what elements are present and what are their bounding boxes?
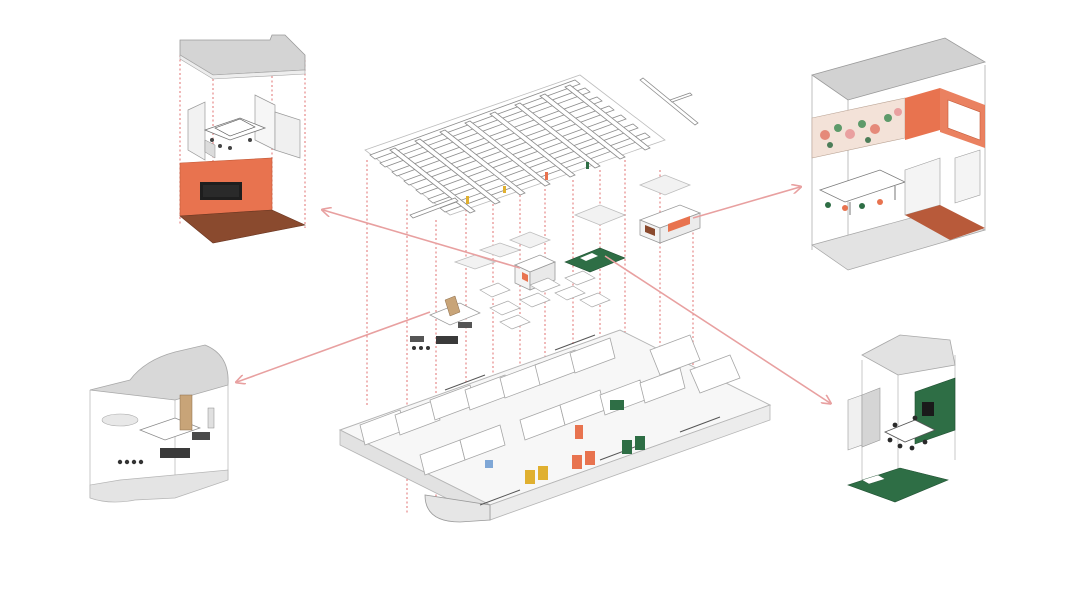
pantry-module bbox=[638, 204, 702, 244]
ceiling-grid-layer bbox=[364, 74, 699, 219]
chair-icon bbox=[117, 459, 144, 465]
plant-icon bbox=[820, 108, 902, 148]
roof-slab bbox=[861, 334, 956, 376]
meeting-table bbox=[884, 415, 936, 451]
doormat bbox=[861, 474, 886, 485]
chair-icon bbox=[210, 138, 252, 150]
chair-icon bbox=[887, 415, 928, 451]
accent-floor bbox=[905, 205, 985, 240]
lounge-cluster bbox=[410, 295, 481, 350]
botanical-mural bbox=[811, 97, 906, 159]
detail-lounge bbox=[89, 344, 229, 503]
arrow-to-lounge bbox=[237, 311, 431, 382]
interior-walls bbox=[359, 334, 741, 476]
pantry-counter bbox=[818, 169, 907, 215]
arrow-to-meeting-room bbox=[323, 210, 521, 269]
colored-doors bbox=[485, 400, 645, 484]
main-floor-plan bbox=[338, 329, 772, 523]
accent-wall bbox=[905, 88, 940, 140]
pointer-arrows bbox=[237, 187, 830, 403]
screen-icon bbox=[922, 402, 934, 416]
arrow-to-pantry bbox=[692, 187, 800, 219]
floor-slab bbox=[847, 467, 949, 503]
windows bbox=[444, 334, 721, 506]
roof-slab bbox=[89, 344, 229, 401]
detail-meeting-room bbox=[179, 34, 306, 244]
detail-green-meeting bbox=[847, 334, 956, 503]
floor-slab bbox=[179, 209, 306, 244]
central-exploded-plan bbox=[338, 74, 772, 523]
meeting-room-furniture bbox=[187, 94, 301, 161]
floor-slab bbox=[89, 469, 229, 503]
chair-icon bbox=[412, 346, 416, 350]
chair-icon bbox=[825, 199, 883, 211]
roof-slab bbox=[811, 37, 987, 101]
workstation-clusters bbox=[479, 270, 611, 330]
arrow-to-green-meeting bbox=[604, 255, 830, 403]
lounge-furniture bbox=[101, 394, 215, 465]
green-floor-panel bbox=[564, 247, 626, 273]
floating-panels bbox=[453, 174, 692, 270]
detail-pantry bbox=[811, 37, 987, 271]
meeting-room-module bbox=[513, 254, 557, 291]
